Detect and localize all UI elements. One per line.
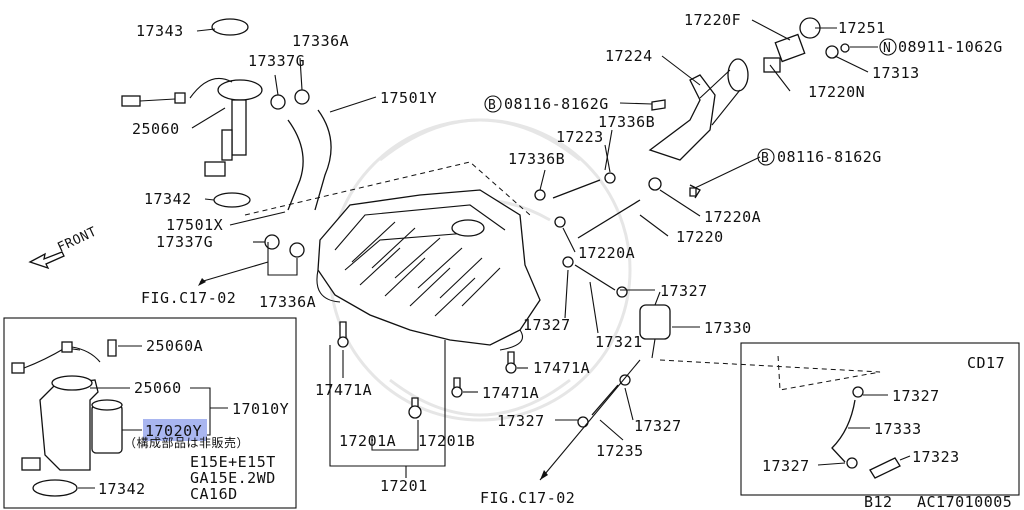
label-17220a-mid: 17220A [578,244,635,262]
label-17223: 17223 [556,128,604,146]
label-17471a-c: 17471A [482,384,539,402]
label-17201: 17201 [380,477,428,495]
label-17201a: 17201A [339,432,396,450]
label-08116-8162g-top: 08116-8162G [504,95,609,113]
label-17342: 17342 [144,190,192,208]
label-cd17: CD17 [967,354,1005,372]
hoses-top [264,89,332,258]
label-17010y: 17010Y [232,400,289,418]
label-17343: 17343 [136,22,184,40]
label-08116-8162g-right: 08116-8162G [777,148,882,166]
label-diagram-code: AC17010005 [917,493,1012,510]
label-17220: 17220 [676,228,724,246]
label-front: FRONT [55,224,99,255]
label-17327-d: 17327 [634,417,682,435]
circle-b-letter-right: B [761,151,769,166]
part-labels: 17343 17336A 17337G 17501Y 25060 17342 1… [55,11,1012,510]
fuel-line-and-filter [562,256,671,428]
label-17333: 17333 [874,420,922,438]
mounting-bolts [337,187,697,419]
label-17336a-top: 17336A [292,32,349,50]
label-page-code: B12 [864,493,893,510]
label-fig-c17-02-left: FIG.C17-02 [141,289,236,307]
label-17342-inset: 17342 [98,480,146,498]
breather-hoses [534,99,701,239]
label-17501x: 17501X [166,216,223,234]
label-17251: 17251 [838,19,886,37]
label-17220n: 17220N [808,83,865,101]
circle-b-marker-top [484,95,502,113]
label-08911-1062g: 08911-1062G [898,38,1003,56]
circle-b-letter-top: B [488,98,496,113]
label-17220a-right: 17220A [704,208,761,226]
label-17330: 17330 [704,319,752,337]
label-engines-3: CA16D [190,485,238,503]
label-17336a-bottom: 17336A [259,293,316,311]
highlight-17020y [143,419,207,441]
label-17321: 17321 [595,333,643,351]
label-17224: 17224 [605,47,653,65]
label-engines-2: GA15E.2WD [190,469,276,487]
label-17336b-a: 17336B [598,113,655,131]
label-17327-b: 17327 [523,316,571,334]
label-fig-c17-02-bottom: FIG.C17-02 [480,489,575,507]
label-25060-inset: 25060 [134,379,182,397]
circle-n-marker [879,38,897,56]
label-17327-c: 17327 [497,412,545,430]
fuel-sender-unit [121,18,263,208]
label-17337g-bottom: 17337G [156,233,213,251]
inset-cd17-parts [817,386,911,479]
leader-lines [191,19,878,481]
fuel-tank [316,189,541,351]
inset-pump-assembly [11,339,228,497]
front-arrow [28,251,65,270]
label-17336b-b: 17336B [508,150,565,168]
label-17220f: 17220F [684,11,741,29]
circle-n-letter: N [883,41,891,56]
label-17327-r2: 17327 [762,457,810,475]
label-17337g-top: 17337G [248,52,305,70]
label-17201b: 17201B [418,432,475,450]
label-note-not-sold: （構成部品は非販売） [124,435,249,450]
label-25060a: 25060A [146,337,203,355]
inset-box-left [3,317,297,509]
label-17471a-a: 17471A [315,381,372,399]
label-17471a-b: 17471A [533,359,590,377]
label-17323: 17323 [912,448,960,466]
label-17235: 17235 [596,442,644,460]
dashed-guides [244,161,881,391]
label-17020y: 17020Y [145,422,202,440]
label-17327-a: 17327 [660,282,708,300]
label-engines-1: E15E+E15T [190,453,276,471]
label-25060: 25060 [132,120,180,138]
label-17313: 17313 [872,64,920,82]
circle-b-marker-right [757,148,775,166]
label-17501y: 17501Y [380,89,437,107]
circled-markers: N B B [484,38,897,166]
inset-box-cd17 [740,342,1020,496]
label-17327-r1: 17327 [892,387,940,405]
